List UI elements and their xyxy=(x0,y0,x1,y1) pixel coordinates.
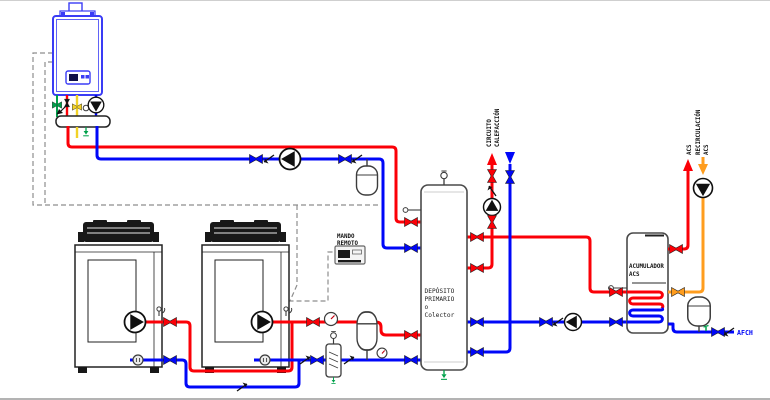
dhw-tank: ACUMULADOR ACS xyxy=(608,232,669,334)
drain-valve-icon xyxy=(82,126,90,137)
shutoff-valve xyxy=(470,263,484,273)
drain-valve xyxy=(703,324,709,331)
recirculation-label: ACS xyxy=(704,144,710,155)
remote-control-label: MANDO xyxy=(337,234,355,240)
heating-pump-icon xyxy=(482,197,502,217)
flow-arrow-down xyxy=(698,164,708,175)
flow-arrow-up xyxy=(683,159,693,171)
shutoff-valve xyxy=(609,317,623,327)
expansion-vessels xyxy=(355,159,711,360)
shutoff-valve xyxy=(404,243,418,253)
primary-tank: DEPÓSITO PRIMARIO o Colector xyxy=(402,170,468,381)
boiler-return-pipe xyxy=(95,126,421,250)
boiler-loop-pump-icon xyxy=(278,147,302,171)
boiler-control-panel xyxy=(65,70,91,85)
heating-circuit-label: CIRCUITO xyxy=(487,119,493,147)
expansion-vessel-boiler xyxy=(355,165,379,196)
dhw-tank-label: ACS xyxy=(629,272,640,278)
heat-pump-components xyxy=(123,306,418,392)
boiler-circuit-pipes xyxy=(66,126,421,250)
remote-control xyxy=(334,245,366,265)
shutoff-valve xyxy=(306,317,320,327)
shutoff-valve xyxy=(609,287,623,297)
drain-valve-icon xyxy=(330,376,337,385)
primary-tank-label: DEPÓSITO xyxy=(425,286,455,295)
control-wiring xyxy=(32,52,378,302)
dhw-tank-label: ACUMULADOR xyxy=(629,264,664,270)
recirculation-pipe xyxy=(668,197,705,294)
coil-hot-section xyxy=(627,290,665,310)
boiler-pump-icon xyxy=(87,96,105,114)
heating-circuit-components xyxy=(470,152,515,357)
hp1-return-pipe xyxy=(130,358,301,389)
air-vent-icon xyxy=(330,331,337,345)
shutoff-valve xyxy=(487,169,497,183)
cold-water-label: AFCH xyxy=(737,329,753,337)
air-vent-icon xyxy=(440,170,448,186)
heating-circuit-label: CALEFACCIÓN xyxy=(494,108,501,147)
diagram-labels: MANDO REMOTO CIRCUITO CALEFACCIÓN ACS RE… xyxy=(337,108,753,337)
shutoff-valve xyxy=(470,232,484,242)
heat-pump-2 xyxy=(201,219,290,374)
hp2-flow-sensor xyxy=(259,354,271,366)
primary-tank-label: o xyxy=(425,304,429,311)
dhw-primary-flow-pipe xyxy=(467,235,627,294)
hp-flow-header xyxy=(251,320,421,337)
flow-arrow-up xyxy=(487,153,497,165)
dhw-outlet-pipe xyxy=(668,170,690,251)
hp1-flow-sensor xyxy=(132,354,144,366)
recirculation-label: RECIRCULACIÓN xyxy=(695,109,702,155)
shutoff-valve xyxy=(669,244,683,254)
dhw-loop-components xyxy=(539,177,735,338)
pressure-gauge xyxy=(376,347,388,359)
hp1-pump-icon xyxy=(123,310,147,334)
drain-valve-icon xyxy=(440,369,448,381)
boiler-flow-pipe xyxy=(66,126,421,224)
shutoff-valve xyxy=(505,170,515,184)
cold-water-pipe xyxy=(668,322,734,334)
expansion-vessel-dhw xyxy=(687,296,711,327)
shutoff-valve xyxy=(163,317,177,327)
shutoff-valve xyxy=(671,287,685,297)
temperature-sensor xyxy=(402,207,421,213)
shutoff-valve xyxy=(404,330,418,340)
dhw-outlet-label: ACS xyxy=(687,144,693,155)
remote-control-label: REMOTO xyxy=(337,241,358,247)
hp2-pump-icon xyxy=(250,310,274,334)
heat-pump-circuit-pipes xyxy=(124,320,421,389)
heat-pump-1 xyxy=(74,219,163,374)
flow-arrow-down xyxy=(505,152,515,164)
shutoff-valve xyxy=(470,317,484,327)
shutoff-valve xyxy=(404,217,418,227)
hp1-flow-pipe xyxy=(124,320,294,373)
expansion-vessel-primary xyxy=(356,311,378,351)
shutoff-valve xyxy=(539,317,553,327)
primary-tank-label: PRIMARIO xyxy=(425,296,455,303)
dhw-outlet-pipes xyxy=(668,157,734,334)
boiler xyxy=(52,2,103,96)
coil-cold-section xyxy=(627,307,665,324)
heating-return-pipe xyxy=(467,164,512,354)
shutoff-valve xyxy=(404,355,418,365)
safety-group xyxy=(56,98,70,115)
boiler-connections xyxy=(52,95,105,117)
shutoff-valve xyxy=(338,154,352,164)
primary-tank-label: Colector xyxy=(425,312,455,319)
dhw-coil-pump-icon xyxy=(563,312,583,332)
shutoff-valve xyxy=(487,215,497,229)
shutoff-valve xyxy=(711,327,725,337)
shutoff-valve xyxy=(470,347,484,357)
recirculation-pump-icon xyxy=(692,177,714,199)
shutoff-valve xyxy=(163,355,177,365)
shutoff-valve xyxy=(310,355,324,365)
shutoff-valve xyxy=(249,154,263,164)
hydraulic-separator xyxy=(55,115,111,128)
thermometer xyxy=(323,311,339,327)
dirt-filter xyxy=(325,331,342,385)
separator-connections xyxy=(75,126,90,138)
heating-flow-pipe xyxy=(467,162,494,270)
